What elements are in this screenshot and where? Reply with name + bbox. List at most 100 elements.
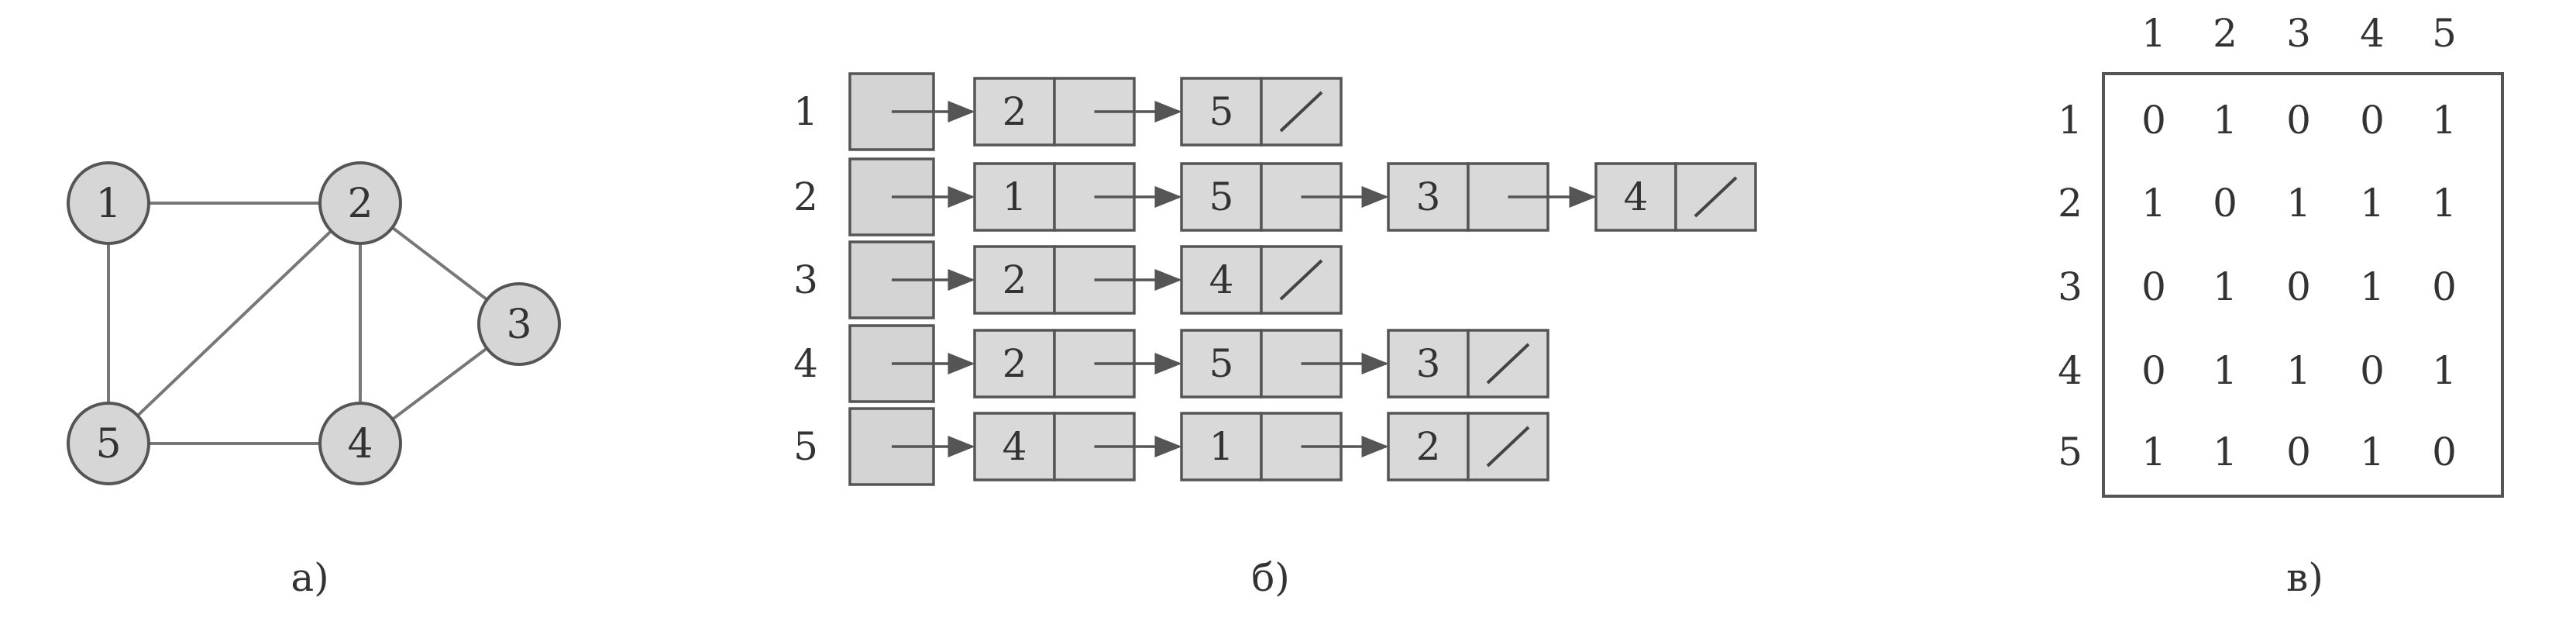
- matrix-cell: 1: [2432, 98, 2457, 143]
- adjacency-list-row-3: 3 2 4: [793, 240, 1343, 319]
- matrix-row-label: 5: [2058, 430, 2082, 474]
- matrix-cell: 0: [2432, 430, 2457, 474]
- graph-node-circle: [477, 282, 561, 366]
- graph-node-4: 4: [318, 402, 402, 485]
- graph-node-circle: [318, 161, 402, 245]
- list-value-label: 1: [1209, 424, 1234, 469]
- list-node-2-4: 4: [1594, 162, 1757, 232]
- list-node-5-2: 2: [1387, 412, 1549, 481]
- adjacency-list-row-5: 5 4 1 2: [793, 407, 1549, 486]
- graph-node-3: 3: [477, 282, 561, 366]
- graph-edge-2-3: [391, 226, 488, 302]
- matrix-row-label: 3: [2058, 264, 2082, 309]
- list-node-2-3: 3: [1387, 162, 1549, 232]
- matrix-cell: 0: [2141, 348, 2166, 393]
- graph-edge-2-5: [136, 229, 332, 417]
- list-node-4-5: 5: [1180, 329, 1343, 399]
- list-node-1-5: 5: [1180, 77, 1343, 147]
- graph-caption: а): [291, 555, 328, 600]
- list-value-label: 5: [1209, 89, 1234, 134]
- list-row-label: 2: [793, 174, 818, 219]
- adjacency-list-caption: б): [1251, 555, 1290, 600]
- null-pointer-slash: [1486, 426, 1530, 468]
- list-node-1-2: 2: [973, 77, 1136, 147]
- list-value-cell: [973, 77, 1056, 147]
- graph-nodes: 1 2 3 4 5: [67, 161, 561, 485]
- adjacency-matrix-caption: в): [2286, 555, 2323, 600]
- matrix-cell: 1: [2213, 98, 2237, 143]
- graph-edge-3-4: [391, 347, 488, 421]
- list-value-label: 2: [1003, 341, 1027, 386]
- matrix-cell: 0: [2141, 98, 2166, 143]
- matrix-cell: 1: [2286, 348, 2311, 393]
- list-value-cell: [1180, 412, 1263, 481]
- graph-node-2: 2: [318, 161, 402, 245]
- list-node-3-2: 2: [973, 245, 1136, 315]
- graph-panel: 1 2 3 4 5 а): [67, 161, 561, 600]
- graph-node-label: 2: [347, 181, 373, 227]
- matrix-cell: 1: [2360, 430, 2385, 474]
- list-row-label: 3: [793, 257, 818, 302]
- matrix-col-label: 2: [2213, 11, 2237, 56]
- null-pointer-slash: [1279, 91, 1323, 133]
- list-value-label: 3: [1416, 341, 1441, 386]
- matrix-row-label: 2: [2058, 181, 2082, 226]
- matrix-cell: 0: [2360, 98, 2385, 143]
- list-value-label: 1: [1003, 174, 1027, 219]
- list-value-cell: [1387, 162, 1470, 232]
- graph-node-label: 4: [347, 421, 373, 468]
- matrix-col-label: 3: [2286, 11, 2311, 56]
- matrix-cell: 0: [2286, 264, 2311, 309]
- list-value-label: 5: [1209, 174, 1234, 219]
- list-value-label: 4: [1003, 424, 1027, 469]
- list-value-label: 2: [1416, 424, 1441, 469]
- matrix-cell: 1: [2213, 430, 2237, 474]
- graph-edges: [107, 202, 488, 445]
- matrix-cell: 1: [2286, 181, 2311, 226]
- list-value-cell: [973, 329, 1056, 399]
- list-value-label: 4: [1209, 257, 1234, 302]
- null-pointer-slash: [1486, 343, 1530, 385]
- list-value-cell: [1180, 77, 1263, 147]
- matrix-cell: 1: [2360, 264, 2385, 309]
- list-value-label: 2: [1003, 89, 1027, 134]
- graph-node-1: 1: [67, 161, 150, 245]
- adjacency-list-row-4: 4 2 5 3: [793, 324, 1549, 403]
- matrix-border: [2102, 72, 2504, 498]
- list-value-label: 3: [1416, 174, 1441, 219]
- graph-node-label: 3: [506, 302, 531, 348]
- null-pointer-slash: [1279, 259, 1323, 301]
- matrix-cell: 0: [2432, 264, 2457, 309]
- graph-node-label: 5: [95, 421, 121, 468]
- list-node-3-4: 4: [1180, 245, 1343, 315]
- list-value-cell: [1180, 329, 1263, 399]
- matrix-cell: 1: [2213, 264, 2237, 309]
- list-value-label: 4: [1624, 174, 1649, 219]
- list-row-label: 5: [793, 424, 818, 469]
- list-row-label: 4: [793, 341, 818, 386]
- matrix-col-label: 4: [2360, 11, 2385, 56]
- matrix-cell: 1: [2432, 181, 2457, 226]
- matrix-cell: 1: [2360, 181, 2385, 226]
- adjacency-list-row-2: 2 1 5 3 4: [793, 157, 1757, 236]
- graph-node-circle: [318, 402, 402, 485]
- graph-node-5: 5: [67, 402, 150, 485]
- matrix-cell: 0: [2213, 181, 2237, 226]
- matrix-cell: 1: [2141, 430, 2166, 474]
- graph-node-label: 1: [95, 181, 121, 227]
- matrix-cell: 1: [2213, 348, 2237, 393]
- matrix-col-label: 1: [2141, 11, 2166, 56]
- matrix-cell: 1: [2432, 348, 2457, 393]
- null-pointer-slash: [1694, 176, 1738, 218]
- list-node-4-3: 3: [1387, 329, 1549, 399]
- graph-node-circle: [67, 402, 150, 485]
- list-value-cell: [1387, 412, 1470, 481]
- matrix-cell: 0: [2141, 264, 2166, 309]
- list-value-label: 2: [1003, 257, 1027, 302]
